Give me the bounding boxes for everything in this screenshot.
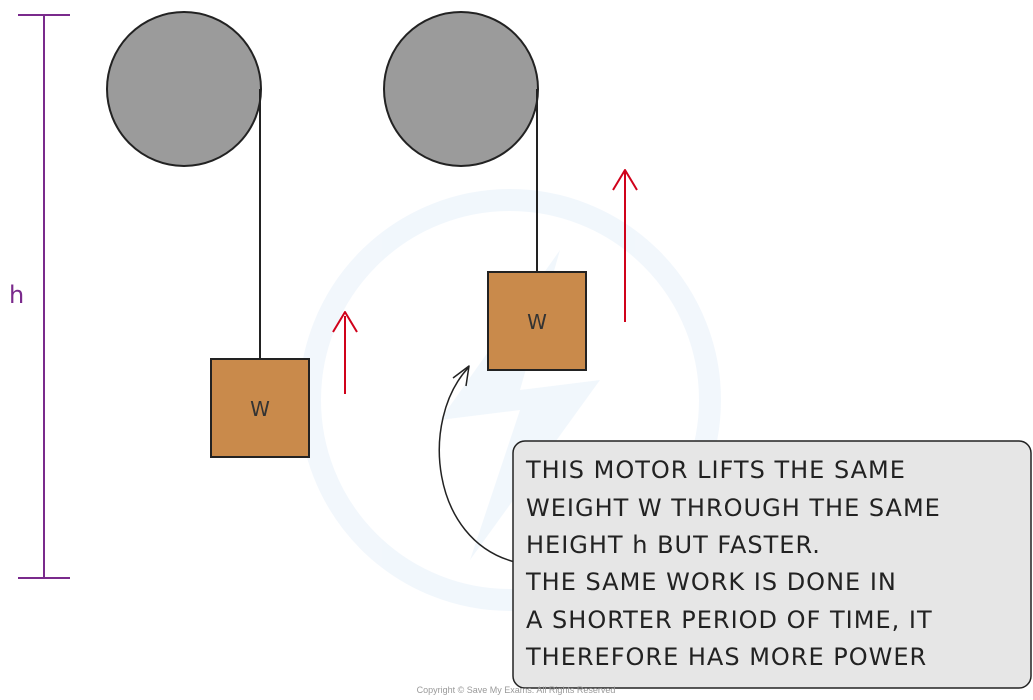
right-weight [487,271,587,371]
left-motor: W [106,11,358,458]
right-motor: W [383,11,638,371]
callout-line-6: THEREFORE HAS MORE POWER [525,643,927,671]
right-pulley [383,11,539,167]
callout-line-5: A SHORTER PERIOD OF TIME, IT [526,606,933,634]
callout-line-3: HEIGHT h BUT FASTER. [526,531,821,559]
right-weight-label: W [527,310,547,334]
height-label: h [9,281,24,309]
callout-line-2: WEIGHT W THROUGH THE SAME [526,494,941,522]
left-weight [210,358,310,458]
height-marker: h [9,14,70,579]
right-lift-arrow [612,169,638,322]
callout-line-4: THE SAME WORK IS DONE IN [525,568,897,596]
left-pulley [106,11,262,167]
callout-line-1: THIS MOTOR LIFTS THE SAME [525,456,906,484]
copyright-notice: Copyright © Save My Exams. All Rights Re… [417,685,616,695]
callout-box: THIS MOTOR LIFTS THE SAME WEIGHT W THROU… [512,440,1032,689]
left-lift-arrow [332,311,358,394]
left-weight-label: W [250,397,270,421]
